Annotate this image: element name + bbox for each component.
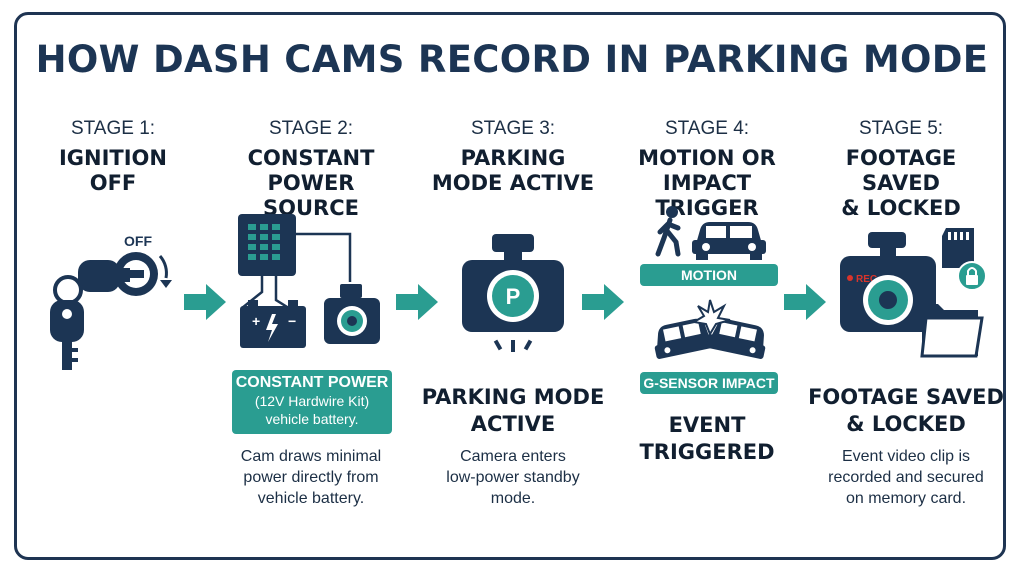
motion-detection-badge: MOTION DETECTION [640, 264, 778, 305]
stage-4-subheading: EVENT TRIGGERED [612, 412, 802, 466]
arrow-right-icon [184, 284, 226, 320]
stage-2-number: STAGE 2: [268, 118, 354, 139]
ignition-key-icon: OFF [50, 233, 172, 370]
car-crash-icon [654, 299, 766, 360]
stage-4-name-line1: MOTION OR [638, 146, 776, 170]
stage-1-name-line1: IGNITION [58, 146, 167, 170]
stage-4-sub-line2: TRIGGERED [639, 440, 775, 464]
arrow-right-icon [784, 284, 826, 320]
ignition-off-label: OFF [124, 233, 152, 249]
stage-4-number: STAGE 4: [664, 118, 750, 139]
stage-5-sub-line1: FOOTAGE SAVED [808, 385, 1004, 409]
stage-1-number: STAGE 1: [70, 118, 156, 139]
stage-5-number: STAGE 5: [858, 118, 944, 139]
stage-2-name-line2: POWER SOURCE [263, 171, 359, 220]
stage-3-number: STAGE 3: [470, 118, 556, 139]
stage-2-desc-line3: vehicle battery. [257, 490, 365, 507]
arrow-right-icon [396, 284, 438, 320]
stage-3-subheading: PARKING MODE ACTIVE [418, 384, 608, 438]
stage-5-desc-line2: recorded and secured [828, 469, 984, 486]
stage-4-sub-line1: EVENT [668, 413, 746, 437]
stage-1-header: STAGE 1: IGNITION OFF [18, 118, 208, 196]
constant-power-box: CONSTANT POWER (12V Hardwire Kit) vehicl… [232, 370, 392, 434]
stage-2-name-line1: CONSTANT [247, 146, 375, 170]
stage-3-sub-line1: PARKING MODE [421, 385, 605, 409]
stage-5-description: Event video clip is recorded and secured… [808, 446, 1004, 509]
stage-2-desc-line2: power directly from [243, 469, 379, 486]
stage-3-name-line1: PARKING [460, 146, 566, 170]
stage-2-description: Cam draws minimal power directly from ve… [216, 446, 406, 509]
stage-3-name-line2: MODE ACTIVE [431, 171, 595, 195]
stage-2-desc-line1: Cam draws minimal [240, 448, 382, 465]
svg-text:+: + [252, 313, 260, 329]
stage-3-desc-line1: Camera enters [460, 448, 566, 465]
stage-3-desc-line3: mode. [490, 490, 536, 507]
stage-3-description: Camera enters low-power standby mode. [418, 446, 608, 509]
saved-footage-icon: REC [840, 228, 987, 358]
stage-3-header: STAGE 3: PARKING MODE ACTIVE [418, 118, 608, 196]
constant-power-box-line2: vehicle battery. [265, 411, 359, 427]
stage-5-desc-line3: on memory card. [845, 490, 967, 507]
parking-camera-icon: P [462, 234, 564, 352]
stage-4-header: STAGE 4: MOTION OR IMPACT TRIGGER [612, 118, 802, 221]
stage-5-desc-line1: Event video clip is [841, 448, 971, 465]
stage-3-sub-line2: ACTIVE [470, 412, 556, 436]
stage-5-name-line2: & LOCKED [841, 196, 961, 220]
pedestrian-car-icon [655, 206, 766, 260]
stage-3-desc-line2: low-power standby [446, 469, 580, 486]
rec-indicator: REC [856, 274, 877, 285]
stage-5-subheading: FOOTAGE SAVED & LOCKED [808, 384, 1004, 438]
stage-1-name-line2: OFF [89, 171, 137, 195]
parking-p-label: P [506, 284, 521, 309]
hardwire-kit-icon: + − [238, 214, 380, 348]
svg-text:−: − [288, 313, 296, 329]
stage-5-sub-line2: & LOCKED [846, 412, 966, 436]
arrow-right-icon [582, 284, 624, 320]
page-title: HOW DASH CAMS RECORD IN PARKING MODE [35, 38, 989, 81]
constant-power-box-title: CONSTANT POWER [235, 374, 389, 391]
stage-2-header: STAGE 2: CONSTANT POWER SOURCE [216, 118, 406, 221]
constant-power-box-line1: (12V Hardwire Kit) [254, 393, 370, 409]
stage-5-header: STAGE 5: FOOTAGE SAVED & LOCKED [806, 118, 996, 221]
g-sensor-impact-badge: G-SENSOR IMPACT [640, 372, 778, 394]
stage-5-name-line1: FOOTAGE SAVED [845, 146, 957, 195]
